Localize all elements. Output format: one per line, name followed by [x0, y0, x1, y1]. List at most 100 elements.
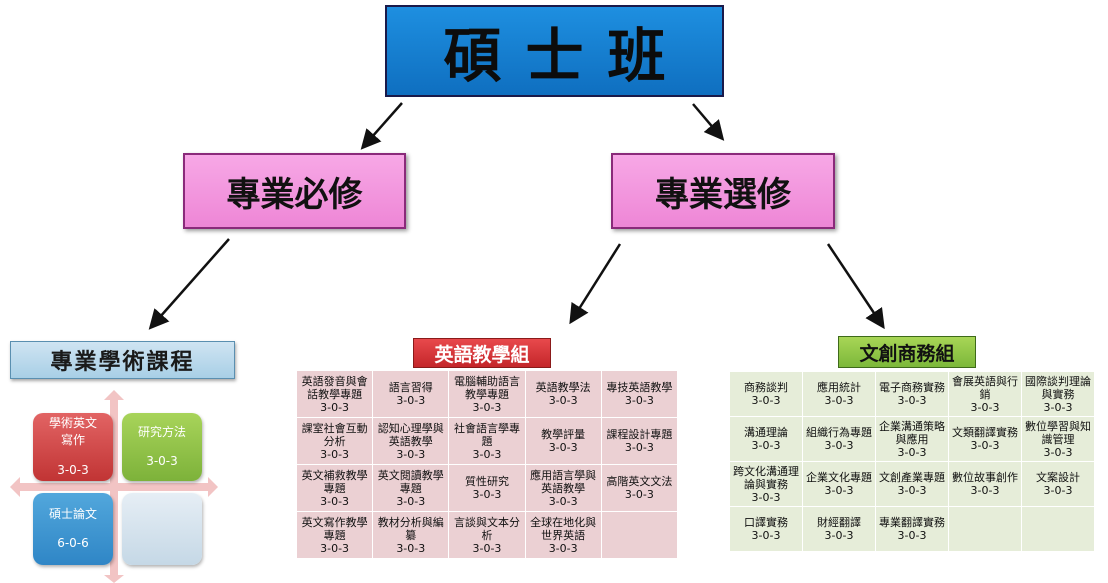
course-code: 3-0-3 — [751, 490, 781, 504]
program-title-box: 碩士班 — [385, 5, 724, 97]
course-name: 教學評量 — [541, 428, 586, 441]
course-code: 3-0-3 — [897, 529, 927, 542]
quadrant-vertical-axis — [110, 400, 118, 575]
course-name: 企業溝通策略與應用 — [879, 419, 945, 446]
course-code: 3-0-3 — [824, 439, 854, 452]
english-label-text: 英語教學組 — [434, 343, 530, 366]
course-code: 3-0-3 — [548, 441, 578, 454]
course-code: 3-0-3 — [897, 394, 927, 407]
course-code: 3-0-3 — [396, 447, 426, 461]
course-name: 組織行為專題 — [806, 426, 872, 439]
course-code: 3-0-3 — [472, 400, 502, 414]
course-code: 3-0-3 — [897, 445, 927, 459]
arrow-title-to-elective — [692, 103, 725, 141]
arrow-title-to-required — [360, 102, 403, 150]
course-code: 3-0-3 — [320, 541, 350, 555]
course-code: 3-0-3 — [970, 439, 1000, 452]
course-code: 3-0-3 — [624, 441, 654, 454]
course-name: 英語教學法 — [535, 381, 591, 394]
course-name: 企業文化專題 — [806, 471, 872, 484]
course-code: 3-0-3 — [751, 394, 781, 407]
course-name: 英文寫作教學專題 — [301, 515, 368, 542]
elective-label: 專業選修 — [655, 174, 791, 215]
academic-label-text: 專業學術課程 — [50, 350, 195, 375]
course-code: 3-0-3 — [624, 394, 654, 407]
course-name: 認知心理學與英語教學 — [377, 421, 444, 448]
tile-academic-english-writing: 學術英文寫作 3-0-3 — [33, 413, 113, 481]
course-code: 3-0-3 — [472, 447, 502, 461]
tile-master-thesis: 碩士論文 6-0-6 — [33, 493, 113, 565]
course-name: 全球在地化與世界英語 — [530, 515, 597, 542]
required-courses-box: 專業必修 — [183, 153, 406, 229]
course-code: 3-0-3 — [396, 541, 426, 555]
course-name: 高階英文文法 — [606, 475, 673, 488]
course-code: 3-0-3 — [1043, 484, 1073, 497]
arrow-elective-to-business — [826, 243, 885, 330]
course-code: 3-0-3 — [824, 529, 854, 542]
course-name: 數位學習與知識管理 — [1025, 419, 1091, 446]
course-name: 跨文化溝通理論與實務 — [733, 464, 799, 491]
course-code: 3-0-3 — [751, 439, 781, 452]
course-code: 3-0-3 — [396, 394, 426, 407]
course-name: 課室社會互動分析 — [301, 421, 368, 448]
course-code: 3-0-3 — [472, 488, 502, 501]
business-label-text: 文創商務組 — [859, 342, 955, 365]
course-name: 溝通理論 — [744, 426, 788, 439]
tile-course-code: 6-0-6 — [57, 536, 89, 550]
tile-research-methods: 研究方法 3-0-3 — [122, 413, 202, 481]
course-name: 商務談判 — [744, 381, 788, 394]
course-code: 3-0-3 — [824, 394, 854, 407]
course-name: 英文補救教學專題 — [301, 468, 368, 495]
course-name: 社會語言學專題 — [453, 421, 520, 448]
arrow-elective-to-english — [569, 243, 622, 325]
course-code: 3-0-3 — [548, 494, 578, 508]
arrow-required-to-academic — [148, 238, 230, 330]
course-code: 3-0-3 — [1043, 400, 1073, 414]
course-name: 英文閱讀教學專題 — [377, 468, 444, 495]
course-code: 3-0-3 — [320, 447, 350, 461]
course-name: 質性研究 — [464, 475, 509, 488]
course-cell — [600, 511, 679, 559]
course-code: 3-0-3 — [824, 484, 854, 497]
course-code: 3-0-3 — [548, 394, 578, 407]
course-name: 文創產業專題 — [879, 471, 945, 484]
course-code: 3-0-3 — [548, 541, 578, 555]
course-name: 言談與文本分析 — [453, 515, 520, 542]
tile-empty — [122, 493, 202, 565]
course-name: 應用語言學與英語教學 — [530, 468, 597, 495]
tile-course-name: 學術英文寫作 — [48, 415, 97, 448]
tile-course-name: 研究方法 — [137, 424, 186, 439]
